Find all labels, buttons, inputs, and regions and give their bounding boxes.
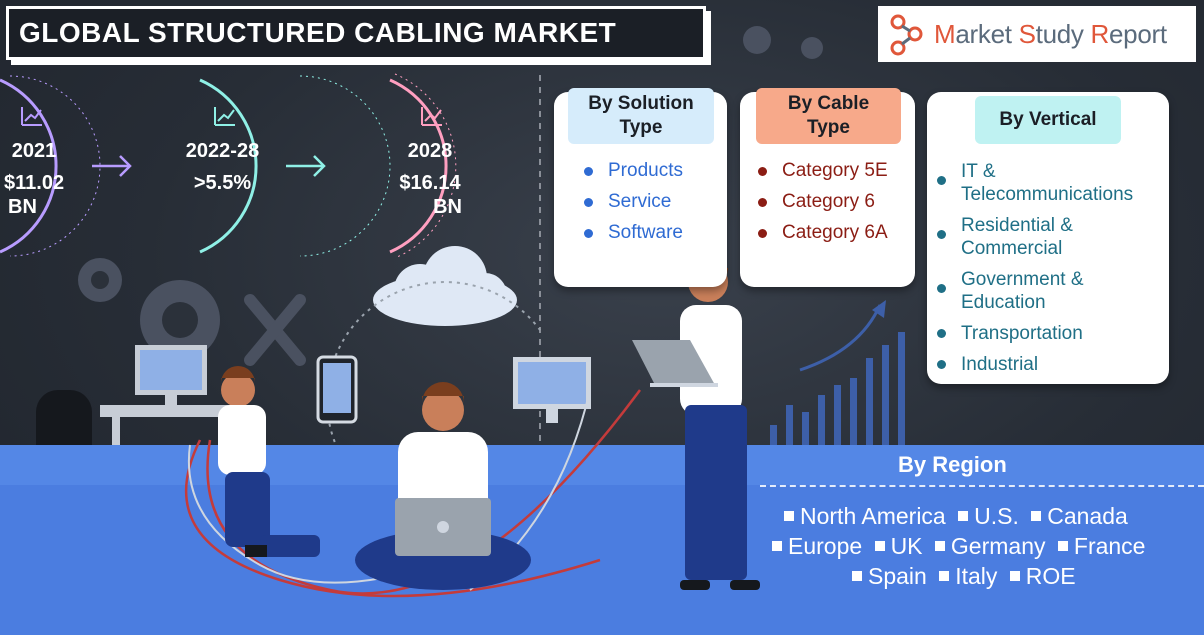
list-item: Government &Education [935, 268, 1133, 314]
segment-title: By Cable [787, 93, 870, 114]
logo-icon [890, 14, 923, 56]
stat-unit: BN [8, 196, 37, 218]
region-item: U.S. [974, 503, 1019, 529]
region-item: Italy [955, 563, 998, 589]
desk [100, 405, 250, 417]
trend-icon [21, 107, 42, 126]
segment-header: By Cable Type [756, 88, 901, 144]
region-item: ROE [1025, 563, 1076, 589]
segment-header: By Vertical [975, 96, 1121, 144]
region-row: North America U.S. Canada [784, 503, 1134, 530]
region-row: Europe UK Germany France [772, 533, 1151, 560]
segment-title: Type [619, 117, 663, 138]
segment-card-cable: By Cable Type Category 5E Category 6 Cat… [740, 88, 915, 287]
growth-bars [770, 332, 905, 445]
region-item: North America [800, 503, 946, 529]
stat-2028: 2028 $16.14 BN [390, 140, 470, 219]
segment-title: Type [807, 117, 850, 138]
segment-header: By Solution Type [568, 88, 714, 144]
gear-icon [78, 26, 823, 360]
stat-year: 2028 [407, 140, 453, 162]
stat-year: 2021 [11, 140, 57, 162]
segment-list: IT &Telecommunications Residential &Comm… [935, 160, 1133, 376]
stats-arcs [0, 73, 457, 259]
stat-year: 2022-28 [185, 140, 260, 162]
region-row: Spain Italy ROE [852, 563, 1082, 590]
arrow-icon [92, 155, 132, 177]
region-item: Canada [1047, 503, 1128, 529]
region-item: France [1073, 533, 1146, 559]
segment-card-vertical: By Vertical IT &Telecommunications Resid… [927, 92, 1169, 384]
tools-icon [244, 294, 306, 366]
stat-value: >5.5% [193, 172, 252, 194]
segment-title: By Vertical [999, 109, 1097, 130]
laptop-icon [632, 340, 715, 385]
list-item: Service [582, 191, 683, 213]
list-item: Transportation [935, 322, 1133, 345]
stat-value: $11.02 [4, 172, 65, 194]
arc-2028 [389, 78, 448, 254]
stat-value: $16.14 [399, 172, 461, 194]
page-title: GLOBAL STRUCTURED CABLING MARKET [19, 17, 617, 48]
logo: Market Study Report [878, 6, 1196, 62]
region-item: Germany [950, 533, 1046, 559]
list-item: IT &Telecommunications [935, 160, 1133, 206]
region-title: By Region [898, 452, 1007, 477]
list-item: Residential &Commercial [935, 214, 1133, 260]
trend-icon [421, 107, 442, 126]
list-item: Industrial [935, 353, 1133, 376]
list-item: Category 5E [756, 160, 888, 182]
trend-icon [214, 107, 235, 126]
growth-arrow [799, 304, 882, 372]
title-banner: GLOBAL STRUCTURED CABLING MARKET [6, 6, 706, 60]
segment-title: By Solution [588, 93, 694, 114]
region-item: Spain [868, 563, 927, 589]
list-item: Software [582, 222, 683, 244]
stat-2022-28: 2022-28 >5.5% [175, 140, 270, 195]
list-item: Category 6 [756, 191, 888, 213]
region-item: Europe [788, 533, 863, 559]
region-item: UK [890, 533, 923, 559]
stat-2021: 2021 $11.02 BN [4, 140, 64, 219]
arc-2021 [0, 78, 58, 254]
list-item: Category 6A [756, 222, 888, 244]
segment-card-solution: By Solution Type Products Service Softwa… [554, 88, 727, 287]
user-sitting-figure [355, 382, 531, 590]
region-divider [760, 485, 1204, 487]
logo-text: Market Study Report [934, 18, 1167, 49]
arrow-icon [286, 155, 326, 177]
technician-figure [218, 366, 320, 557]
cable-red [184, 439, 601, 598]
segment-list: Category 5E Category 6 Category 6A [756, 160, 888, 244]
list-item: Products [582, 160, 683, 182]
network-arc [326, 281, 541, 471]
arc-2022-28 [199, 78, 258, 254]
stat-unit: BN [433, 196, 462, 218]
segment-list: Products Service Software [582, 160, 683, 244]
